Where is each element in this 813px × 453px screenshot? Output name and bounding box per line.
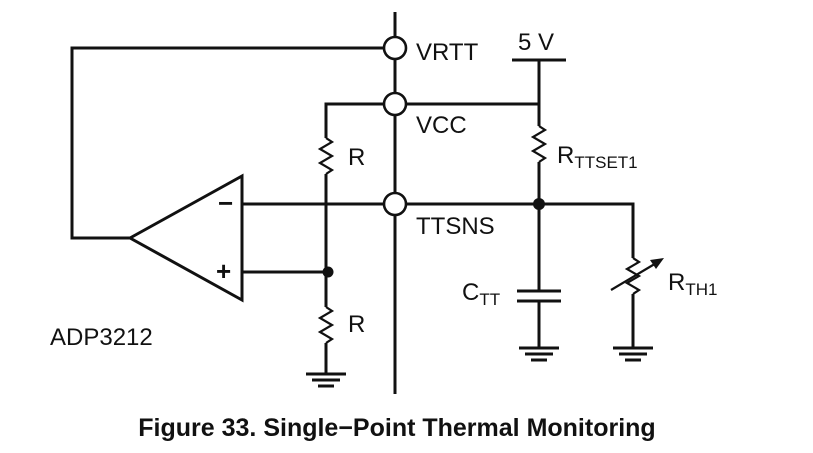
ground-symbol-divider bbox=[306, 372, 346, 388]
thermistor-rth1-arrow-line bbox=[610, 261, 659, 291]
op-amp-minus-sign: − bbox=[218, 188, 233, 218]
chip-label: ADP3212 bbox=[50, 324, 153, 351]
resistor-r-bottom bbox=[317, 306, 335, 344]
supply-label: 5 V bbox=[518, 29, 554, 56]
resistor-rttset1-label: RTTSET1 bbox=[557, 142, 638, 172]
capacitor-ctt-label: CTT bbox=[462, 279, 500, 309]
op-amp-plus-sign: + bbox=[216, 256, 231, 286]
pin-ttsns bbox=[382, 191, 408, 217]
op-amp bbox=[126, 173, 244, 303]
thermistor-rth1 bbox=[624, 257, 642, 295]
feedback-wire bbox=[70, 46, 384, 240]
figure-caption: Figure 33. Single−Point Thermal Monitori… bbox=[138, 414, 655, 442]
pin-vcc-label: VCC bbox=[416, 112, 467, 139]
pin-vcc bbox=[382, 91, 408, 117]
ground-symbol-rth1 bbox=[613, 346, 653, 362]
thermistor-feed-wire bbox=[539, 202, 635, 258]
resistor-r-top-label: R bbox=[348, 144, 365, 171]
divider-junction-dot bbox=[322, 266, 334, 278]
thermistor-rth1-arrowhead bbox=[650, 258, 664, 269]
pin-vrtt bbox=[382, 35, 408, 61]
thermistor-rth1-label: RTH1 bbox=[668, 269, 717, 299]
ground-symbol-ctt bbox=[519, 346, 559, 362]
resistor-r-top bbox=[317, 137, 335, 175]
pin-ttsns-label: TTSNS bbox=[416, 213, 495, 240]
resistor-r-bottom-label: R bbox=[348, 311, 365, 338]
pin-vrtt-label: VRTT bbox=[416, 39, 479, 66]
resistor-rttset1 bbox=[530, 125, 548, 163]
vcc-internal-wire bbox=[324, 102, 384, 138]
